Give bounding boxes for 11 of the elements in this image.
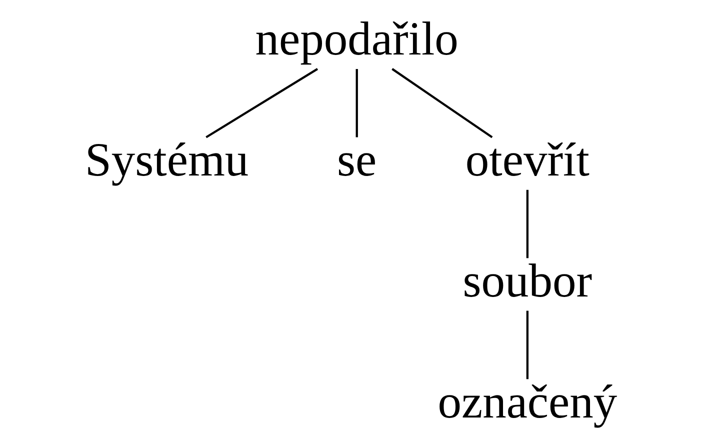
connector — [526, 310, 529, 380]
node-text: nepodařilo — [255, 14, 458, 66]
connector — [356, 68, 358, 138]
node-text: soubor — [462, 256, 592, 308]
connector — [392, 68, 493, 138]
connector — [206, 68, 318, 138]
node-text: se — [337, 134, 377, 187]
connector — [526, 190, 529, 258]
node-text: označený — [438, 376, 618, 428]
node-text: otevřít — [465, 134, 590, 187]
node-text: Systému — [85, 134, 249, 187]
